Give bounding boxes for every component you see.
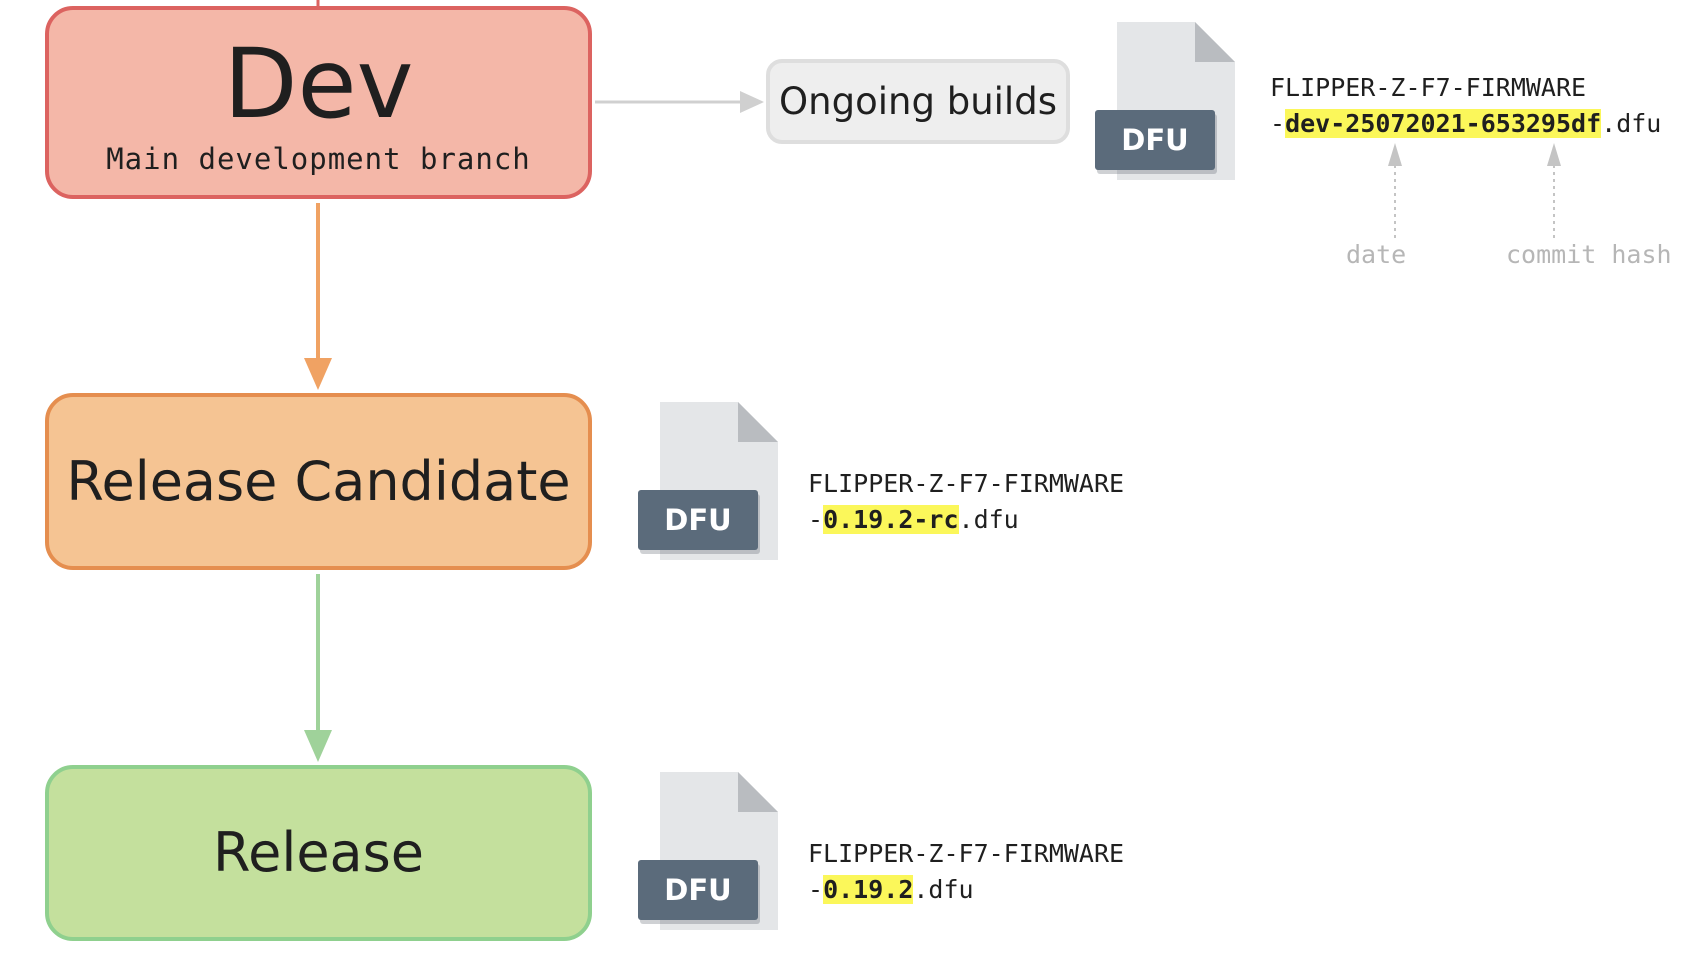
dev-filename-line1: FLIPPER-Z-F7-FIRMWARE — [1270, 73, 1587, 102]
dev-dfu-file-icon: DFU — [1095, 20, 1245, 185]
ongoing-builds-box: Ongoing builds — [766, 59, 1070, 144]
dev-filename: FLIPPER-Z-F7-FIRMWARE -dev-25072021-6532… — [1270, 70, 1661, 142]
release-dfu-badge-text: DFU — [664, 873, 732, 907]
dev-to-rc-arrowhead — [304, 358, 332, 390]
release-stage-box: Release — [45, 765, 592, 941]
dev-to-ongoing-arrowhead — [740, 91, 764, 113]
rc-filename: FLIPPER-Z-F7-FIRMWARE -0.19.2-rc.dfu — [808, 466, 1124, 538]
dev-filename-suffix: .dfu — [1601, 109, 1662, 138]
release-filename-suffix: .dfu — [913, 875, 974, 904]
commit-pointer-head — [1547, 143, 1561, 166]
rc-filename-prefix: - — [808, 505, 824, 534]
rc-filename-line1: FLIPPER-Z-F7-FIRMWARE — [808, 469, 1125, 498]
dev-filename-line2: -dev-25072021-653295df.dfu — [1270, 106, 1661, 142]
date-pointer-head — [1388, 143, 1402, 166]
rc-filename-suffix: .dfu — [958, 505, 1019, 534]
rc-dfu-badge-text: DFU — [664, 503, 732, 537]
release-candidate-stage-title: Release Candidate — [66, 449, 571, 513]
rc-dfu-file-icon: DFU — [638, 400, 788, 565]
rc-to-release-arrowhead — [304, 730, 332, 762]
dev-filename-version: dev-25072021-653295df — [1285, 109, 1602, 138]
ongoing-builds-label: Ongoing builds — [779, 80, 1057, 123]
release-filename-version: 0.19.2 — [823, 875, 914, 904]
release-filename-prefix: - — [808, 875, 824, 904]
release-candidate-stage-box: Release Candidate — [45, 393, 592, 570]
release-filename-line2: -0.19.2.dfu — [808, 872, 1124, 908]
release-stage-title: Release — [213, 821, 424, 884]
commit-hash-annotation: commit hash — [1506, 240, 1672, 269]
release-dfu-file-icon: DFU — [638, 770, 788, 935]
rc-filename-line2: -0.19.2-rc.dfu — [808, 502, 1124, 538]
dev-filename-prefix: - — [1270, 109, 1286, 138]
release-filename: FLIPPER-Z-F7-FIRMWARE -0.19.2.dfu — [808, 836, 1124, 908]
date-annotation: date — [1346, 240, 1407, 269]
dev-stage-box: Dev Main development branch — [45, 6, 592, 199]
rc-filename-version: 0.19.2-rc — [823, 505, 959, 534]
release-filename-line1: FLIPPER-Z-F7-FIRMWARE — [808, 839, 1125, 868]
dev-stage-title: Dev — [223, 27, 414, 140]
dev-dfu-badge-text: DFU — [1121, 123, 1189, 157]
dev-stage-subtitle: Main development branch — [106, 141, 531, 176]
